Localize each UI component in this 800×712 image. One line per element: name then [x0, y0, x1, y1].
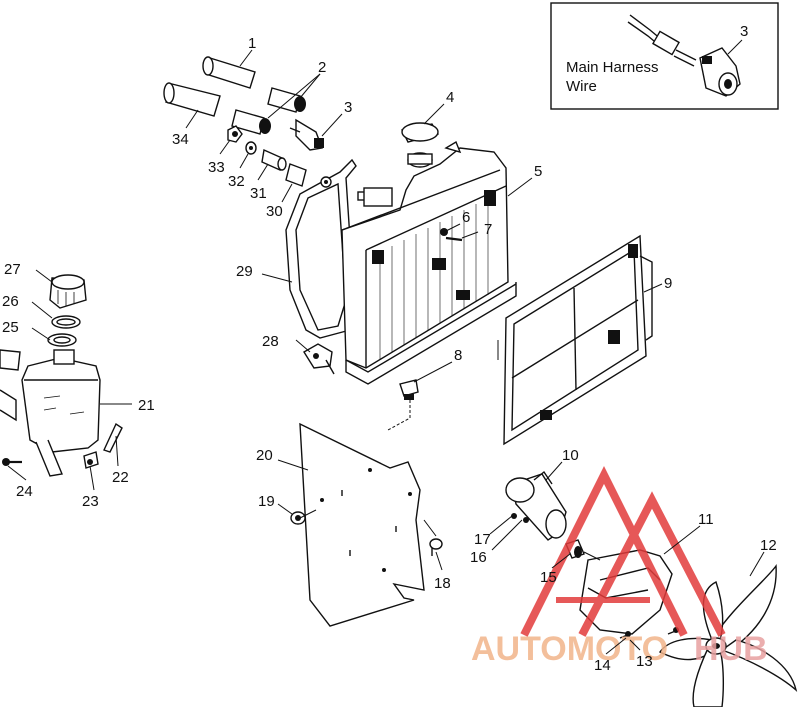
reservoir-bottle	[21, 349, 101, 453]
callout-32: 32	[228, 173, 245, 190]
push-rivet-18	[429, 538, 443, 556]
callout-1: 1	[248, 35, 256, 52]
inset-part-number: 3	[740, 23, 748, 40]
radiator-cap	[400, 122, 440, 143]
radiator-screen	[503, 234, 653, 446]
callout-leaders	[7, 49, 765, 655]
watermark-triangle-right	[578, 491, 726, 637]
clip-28	[303, 343, 335, 375]
callout-17: 17	[474, 531, 491, 548]
inset-label-line1: Main Harness	[566, 59, 659, 76]
callout-11: 11	[698, 511, 714, 528]
watermark-triangle-left	[520, 466, 688, 637]
hose-upper	[202, 56, 256, 89]
callout-33: 33	[208, 159, 225, 176]
callout-15: 15	[540, 569, 557, 586]
inset-box: Main Harness Wire 3	[550, 2, 779, 110]
callout-7: 7	[484, 221, 492, 238]
reservoir-cap-27	[49, 274, 87, 309]
side-panel	[299, 422, 425, 627]
washer-32	[245, 141, 257, 155]
assembly-lines	[295, 340, 601, 561]
gasket-26	[51, 315, 81, 329]
temperature-switch	[699, 47, 741, 97]
callout-34: 34	[172, 131, 189, 148]
fitting-33	[227, 125, 243, 143]
callout-27: 27	[4, 261, 21, 278]
screw-24	[2, 458, 22, 466]
watermark-text-hub: HUB	[694, 630, 768, 668]
callout-16: 16	[470, 549, 487, 566]
callout-19: 19	[258, 493, 275, 510]
nipple-31	[261, 148, 287, 172]
callout-14: 14	[594, 657, 611, 674]
callout-5: 5	[534, 163, 542, 180]
radiator	[341, 140, 517, 385]
overflow-hose-22	[103, 422, 123, 453]
callout-30: 30	[266, 203, 283, 220]
callout-26: 26	[2, 293, 19, 310]
drain-plug-8	[399, 379, 419, 400]
callout-13: 13	[636, 653, 653, 670]
watermark-text-automoto: AUTOMOTO	[471, 630, 668, 668]
callout-31: 31	[250, 185, 267, 202]
callout-25: 25	[2, 319, 19, 336]
callout-6: 6	[462, 209, 470, 226]
grommet-19	[290, 511, 306, 525]
watermark: AUTOMOTO HUB	[471, 466, 768, 668]
callout-9: 9	[664, 275, 672, 292]
harness-wire-connector	[627, 14, 697, 67]
callout-2: 2	[318, 59, 326, 76]
fitting-small	[289, 118, 324, 151]
hose-clamp-23	[83, 451, 99, 469]
callout-28: 28	[262, 333, 279, 350]
hose-clamps	[231, 87, 306, 135]
callout-12: 12	[760, 537, 777, 554]
reservoir-bracket	[0, 349, 63, 477]
callout-20: 20	[256, 447, 273, 464]
callout-22: 22	[112, 469, 129, 486]
callout-10: 10	[562, 447, 579, 464]
callout-21: 21	[138, 397, 155, 414]
callout-3: 3	[344, 99, 352, 116]
callout-23: 23	[82, 493, 99, 510]
callout-24: 24	[16, 483, 33, 500]
callout-labels: 1 2 3 4 5 6 7 8 9 10 11 12 13 14 15 16 1…	[2, 35, 777, 674]
inset-label-line2: Wire	[566, 78, 597, 95]
callout-4: 4	[446, 89, 454, 106]
seal-25	[47, 333, 77, 347]
spacer-30	[285, 163, 307, 187]
callout-8: 8	[454, 347, 462, 364]
callout-29: 29	[236, 263, 253, 280]
callout-18: 18	[434, 575, 451, 592]
hose-lower	[163, 82, 221, 117]
fan-motor	[505, 470, 567, 541]
